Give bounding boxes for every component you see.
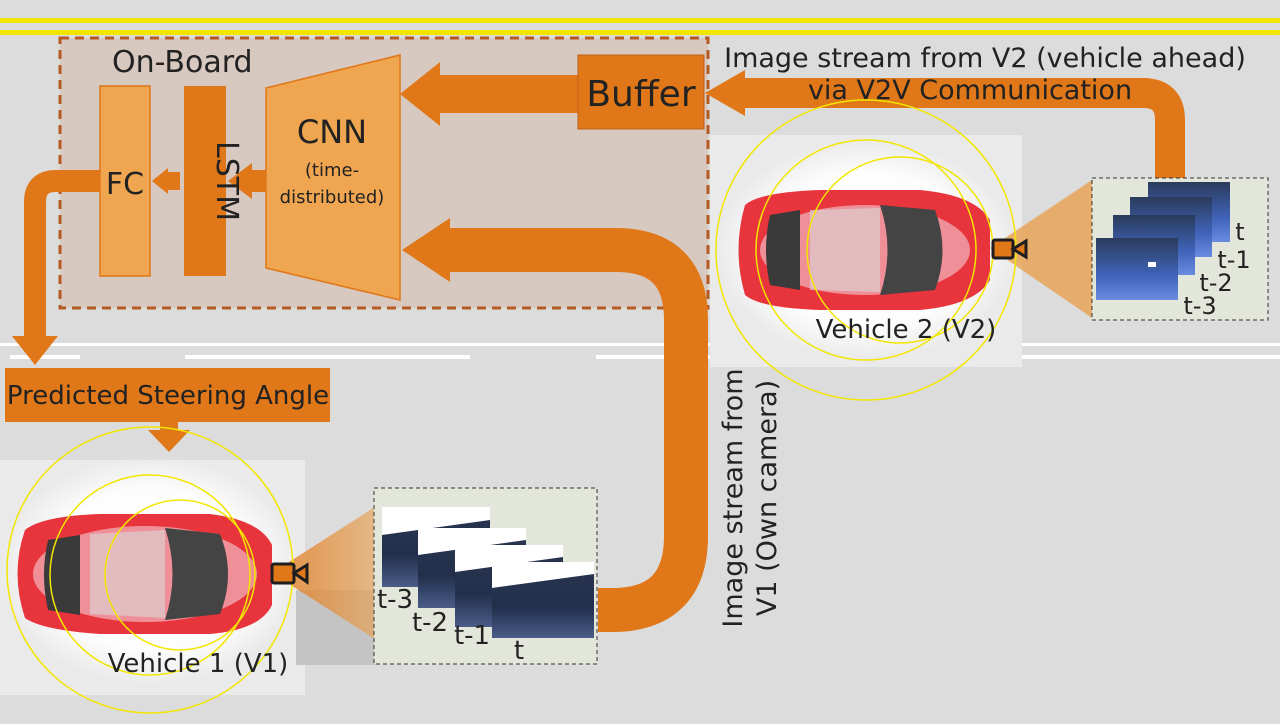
buffer-box: [577, 54, 705, 130]
v2v-label-line1: Image stream from V2 (vehicle ahead): [724, 43, 1246, 74]
v1-frame-stack: [382, 507, 594, 638]
lstm-block: [184, 86, 226, 276]
vehicle2-ring-outer: [755, 139, 977, 361]
fc-label: FC: [106, 167, 144, 202]
buffer-cnn-arrow-head: [400, 62, 440, 126]
cnn-lstm-arrow: [250, 170, 268, 192]
vehicle1-label: Vehicle 1 (V1): [108, 649, 289, 679]
own-stream-arrow-head: [402, 218, 450, 282]
v1-frame-label-1: t-2: [412, 608, 448, 638]
v2-frame-label-0: t: [1235, 218, 1244, 246]
v2-frame-stack: [1096, 182, 1230, 300]
buffer-label: Buffer: [586, 74, 695, 115]
v2-frame-label-3: t-3: [1183, 292, 1216, 320]
camera-icon: [991, 238, 1028, 260]
fc-output-arrow-head: [12, 336, 58, 365]
vehicle1-beam: [272, 505, 378, 641]
cnn-label: CNN: [297, 113, 367, 151]
fc-output-arrow: [24, 170, 100, 340]
v2-frame-label-1: t-1: [1217, 246, 1250, 274]
cnn-sub-1: (time-: [305, 160, 359, 181]
vehicle2-beam: [990, 178, 1095, 320]
predicted-arrow: [160, 422, 178, 432]
cnn-lstm-arrow-head: [228, 163, 252, 199]
v1-frame-label-2: t-1: [454, 621, 490, 651]
own-stream-arrow: [450, 228, 708, 632]
vehicle2-car: [738, 190, 990, 310]
predicted-box: [5, 368, 330, 422]
camera-icon: [270, 562, 309, 585]
cnn-sub-2: distributed): [280, 187, 385, 208]
own-label-line1: Image stream from: [718, 368, 749, 627]
v1-frame-label-3: t: [514, 636, 524, 666]
predicted-label: Predicted Steering Angle: [7, 381, 329, 411]
cnn-block: [265, 54, 401, 301]
v2v-stream-arrow: [745, 78, 1185, 180]
vehicle1-ring-inner: [104, 499, 256, 651]
fc-block: [99, 85, 151, 277]
vehicle1-ring-mid: [49, 474, 251, 676]
v1-frame-label-0: t-3: [377, 585, 413, 615]
own-label-line2: V1 (Own camera): [752, 380, 783, 616]
buffer-cnn-arrow: [440, 75, 580, 113]
lane-line-top-2: [0, 30, 1280, 35]
onboard-label: On-Board: [112, 45, 253, 80]
lane-line-top: [0, 18, 1280, 23]
v2-frame-label-2: t-2: [1199, 269, 1232, 297]
vehicle1-car: [17, 514, 272, 634]
v2v-label-line2: via V2V Communication: [808, 75, 1132, 106]
vehicle2-label: Vehicle 2 (V2): [816, 315, 997, 345]
v2v-stream-arrow-head: [705, 70, 745, 116]
lstm-fc-arrow-head: [152, 168, 168, 194]
lstm-fc-arrow: [166, 172, 180, 190]
lstm-label: LSTM: [209, 141, 244, 221]
predicted-arrow-head: [148, 430, 190, 452]
